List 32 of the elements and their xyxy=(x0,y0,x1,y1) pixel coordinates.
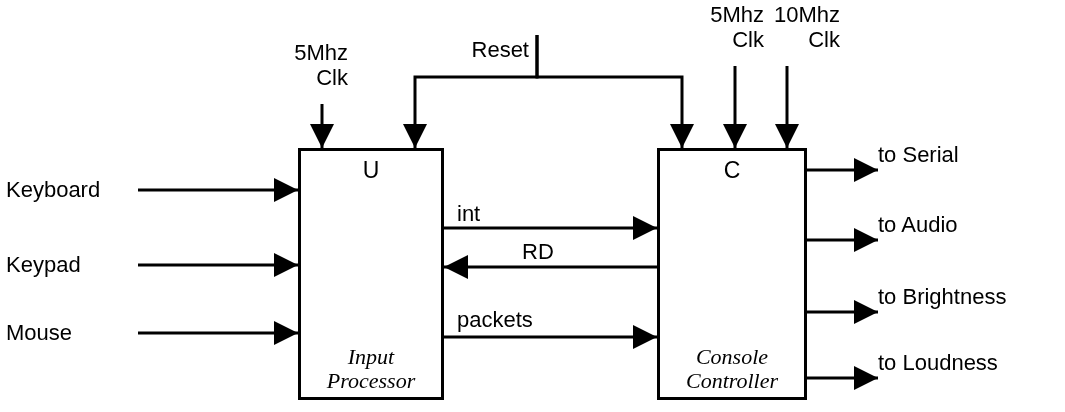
signal-arrow xyxy=(138,253,298,277)
signal-arrow xyxy=(807,158,878,182)
signal-label: 5Mhz Clk xyxy=(293,40,349,91)
signal-label: to Audio xyxy=(878,212,958,238)
signal-label: Keyboard xyxy=(6,177,101,203)
signal-label: Keypad xyxy=(6,252,81,278)
signal-arrow xyxy=(807,300,878,324)
signal-label: to Brightness xyxy=(878,284,1007,310)
signal-label: 10Mhz Clk xyxy=(772,2,841,53)
signal-label: Reset xyxy=(471,37,529,63)
signal-arrow xyxy=(444,255,657,279)
signal-label: to Serial xyxy=(878,142,959,168)
block-letter: C xyxy=(722,157,742,184)
signal-arrow xyxy=(444,325,657,349)
signal-label: 5Mhz Clk xyxy=(709,2,765,53)
block-box xyxy=(657,148,807,400)
signal-arrow xyxy=(310,104,334,148)
signal-arrow xyxy=(723,66,747,148)
signal-arrow xyxy=(807,228,878,252)
signal-label: to Loudness xyxy=(878,350,998,376)
signal-arrow xyxy=(138,321,298,345)
signal-arrow xyxy=(535,35,694,148)
signal-arrow xyxy=(444,216,657,240)
block-name: Console Controller xyxy=(684,344,780,393)
signal-arrow xyxy=(807,366,878,390)
edge-label: packets xyxy=(455,308,535,332)
signal-arrow xyxy=(138,178,298,202)
block-letter: U xyxy=(361,157,381,184)
signal-label: Mouse xyxy=(6,320,73,346)
block-box xyxy=(298,148,444,400)
signal-arrow xyxy=(775,66,799,148)
block-name: Input Processor xyxy=(325,344,417,393)
